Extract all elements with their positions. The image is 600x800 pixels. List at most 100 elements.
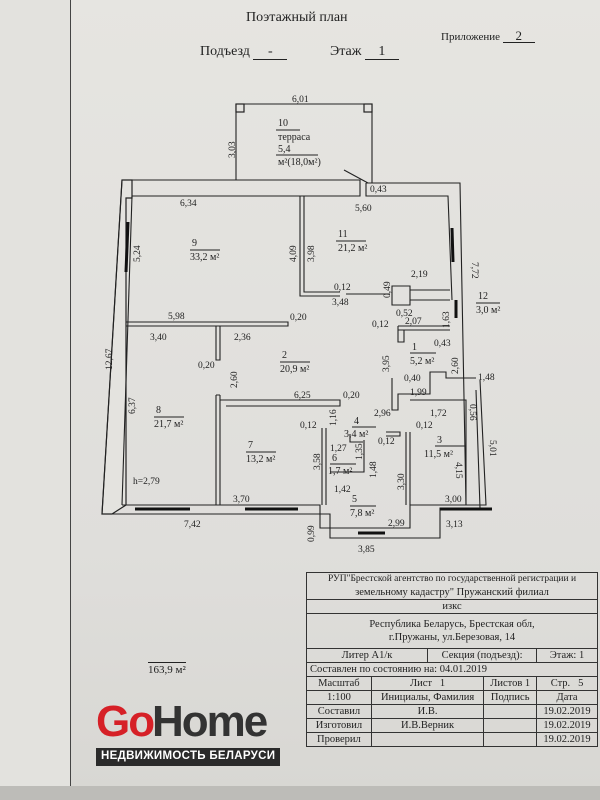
room-8-label: 8 21,7 м² <box>154 405 184 430</box>
svg-text:6,25: 6,25 <box>294 391 311 401</box>
svg-text:12,67: 12,67 <box>105 348 115 370</box>
sheet-value: 1 <box>439 678 446 689</box>
logo-tagline: НЕДВИЖИМОСТЬ БЕЛАРУСИ <box>96 748 281 766</box>
svg-text:6: 6 <box>332 453 337 464</box>
org-row: РУП"Брестской агентство по государственн… <box>306 572 598 600</box>
sign-date: 19.02.2019 <box>536 718 598 733</box>
svg-text:11: 11 <box>338 229 348 240</box>
svg-text:1,27: 1,27 <box>330 444 347 454</box>
exterior-walls <box>101 103 492 539</box>
page-value: 5 <box>578 678 584 689</box>
liter: Литер А1/к <box>305 648 429 663</box>
person-name: И.В. <box>370 704 485 719</box>
plan-title: Поэтажный план <box>246 10 348 25</box>
svg-text:м²(18,0м²): м²(18,0м²) <box>278 157 321 168</box>
svg-text:1,48: 1,48 <box>478 373 495 383</box>
svg-text:2,07: 2,07 <box>405 317 422 327</box>
room-9-label: 9 33,2 м² <box>190 238 220 263</box>
svg-text:3: 3 <box>437 435 442 446</box>
signature <box>483 718 538 733</box>
svg-text:12: 12 <box>478 291 488 302</box>
svg-text:0,12: 0,12 <box>300 421 317 431</box>
gohome-watermark-logo: Go Home НЕДВИЖИМОСТЬ БЕЛАРУСИ <box>96 700 296 770</box>
svg-text:21,7 м²: 21,7 м² <box>154 419 183 430</box>
svg-text:6,01: 6,01 <box>292 95 309 105</box>
liter-row: Литер А1/к Секция (подъезд): Этаж: 1 <box>305 648 598 663</box>
room-12-label: 12 3,0 м² <box>476 291 500 316</box>
room-2-label: 2 20,9 м² <box>280 350 310 375</box>
room-11-label: 11 21,2 м² <box>336 229 367 254</box>
svg-text:2,60: 2,60 <box>230 371 240 388</box>
svg-text:2,19: 2,19 <box>411 270 428 280</box>
svg-text:1,63: 1,63 <box>442 311 452 328</box>
sheet-label: Лист <box>410 678 433 689</box>
svg-text:1,7 м²: 1,7 м² <box>328 466 352 477</box>
signature <box>483 704 538 719</box>
room-3-label: 3 11,5 м² <box>424 435 466 460</box>
svg-text:0,49: 0,49 <box>383 281 393 298</box>
svg-text:13,2 м²: 13,2 м² <box>246 454 275 465</box>
composed-row: Составлен по состоянию на: 04.01.2019 <box>306 662 598 677</box>
signoff-row: Проверил 19.02.2019 <box>306 732 598 747</box>
svg-text:3,95: 3,95 <box>382 355 392 372</box>
room-7-label: 7 13,2 м² <box>246 440 276 465</box>
address-row: Республика Беларусь, Брестская обл, г.Пр… <box>306 613 598 649</box>
svg-text:6,37: 6,37 <box>128 397 138 414</box>
section: Секция (подъезд): <box>427 648 538 663</box>
room-4-label: 4 3,4 м² <box>344 416 376 440</box>
svg-text:0,52: 0,52 <box>396 309 413 319</box>
role: Проверил <box>306 732 372 747</box>
sheets-label: Листов 1 <box>483 676 538 691</box>
svg-text:0,12: 0,12 <box>378 437 395 447</box>
adjacent-page <box>0 0 70 800</box>
svg-text:3,40: 3,40 <box>150 333 167 343</box>
svg-text:1,72: 1,72 <box>430 409 447 419</box>
svg-text:7: 7 <box>248 440 253 451</box>
room-1-label: 1 5,2 м² <box>410 342 436 367</box>
svg-text:3,98: 3,98 <box>307 245 317 262</box>
floor-label: Этаж <box>330 44 362 59</box>
sign-date: 19.02.2019 <box>536 704 598 719</box>
floor-value: 1 <box>364 45 399 60</box>
svg-text:5,24: 5,24 <box>133 245 143 262</box>
date-label: Дата <box>536 690 598 705</box>
svg-text:0,20: 0,20 <box>198 361 215 371</box>
page-label: Стр. <box>550 678 571 689</box>
svg-text:0,40: 0,40 <box>404 374 421 384</box>
signature <box>483 732 538 747</box>
svg-text:10: 10 <box>278 118 288 129</box>
svg-text:5: 5 <box>352 494 357 505</box>
org-line-2: земельному кадастру" Пружанский филиал <box>355 587 549 598</box>
svg-text:0,20: 0,20 <box>290 313 307 323</box>
svg-text:2,60: 2,60 <box>451 357 461 374</box>
type-row: изкс <box>306 599 598 614</box>
signoff-row: Составил И.В. 19.02.2019 <box>306 704 598 719</box>
svg-text:20,9 м²: 20,9 м² <box>280 364 309 375</box>
document-type: изкс <box>306 599 598 614</box>
photo-background <box>0 786 600 800</box>
svg-text:8: 8 <box>156 405 161 416</box>
svg-text:6,34: 6,34 <box>180 199 197 209</box>
role: Изготовил <box>306 718 372 733</box>
room-10-label: 10 терраса 5,4 м²(18,0м²) <box>276 118 321 168</box>
svg-text:2,36: 2,36 <box>234 333 251 343</box>
logo-go: Go <box>96 697 155 746</box>
entrance-field: Подъезд - <box>200 44 288 60</box>
svg-text:3,4 м²: 3,4 м² <box>344 429 368 440</box>
appendix-label: Приложение <box>441 31 501 43</box>
title-block-table: РУП"Брестской агентство по государственн… <box>305 572 598 747</box>
signoff-row: Изготовил И.В.Верник 19.02.2019 <box>306 718 598 733</box>
svg-text:33,2 м²: 33,2 м² <box>190 252 219 263</box>
svg-text:1: 1 <box>412 342 417 353</box>
svg-text:2,99: 2,99 <box>388 519 405 529</box>
entrance-label: Подъезд <box>200 44 250 59</box>
signature-label: Подпись <box>483 690 538 705</box>
svg-text:0,20: 0,20 <box>343 391 360 401</box>
svg-text:0,12: 0,12 <box>416 421 433 431</box>
svg-text:4,15: 4,15 <box>453 462 463 479</box>
initials-label: Инициалы, Фамилия <box>370 690 485 705</box>
header-row: 1:100 Инициалы, Фамилия Подпись Дата <box>306 690 598 705</box>
svg-text:0,12: 0,12 <box>372 320 389 330</box>
scale-label: Масштаб <box>306 676 372 691</box>
person-name: И.В.Верник <box>370 718 485 733</box>
